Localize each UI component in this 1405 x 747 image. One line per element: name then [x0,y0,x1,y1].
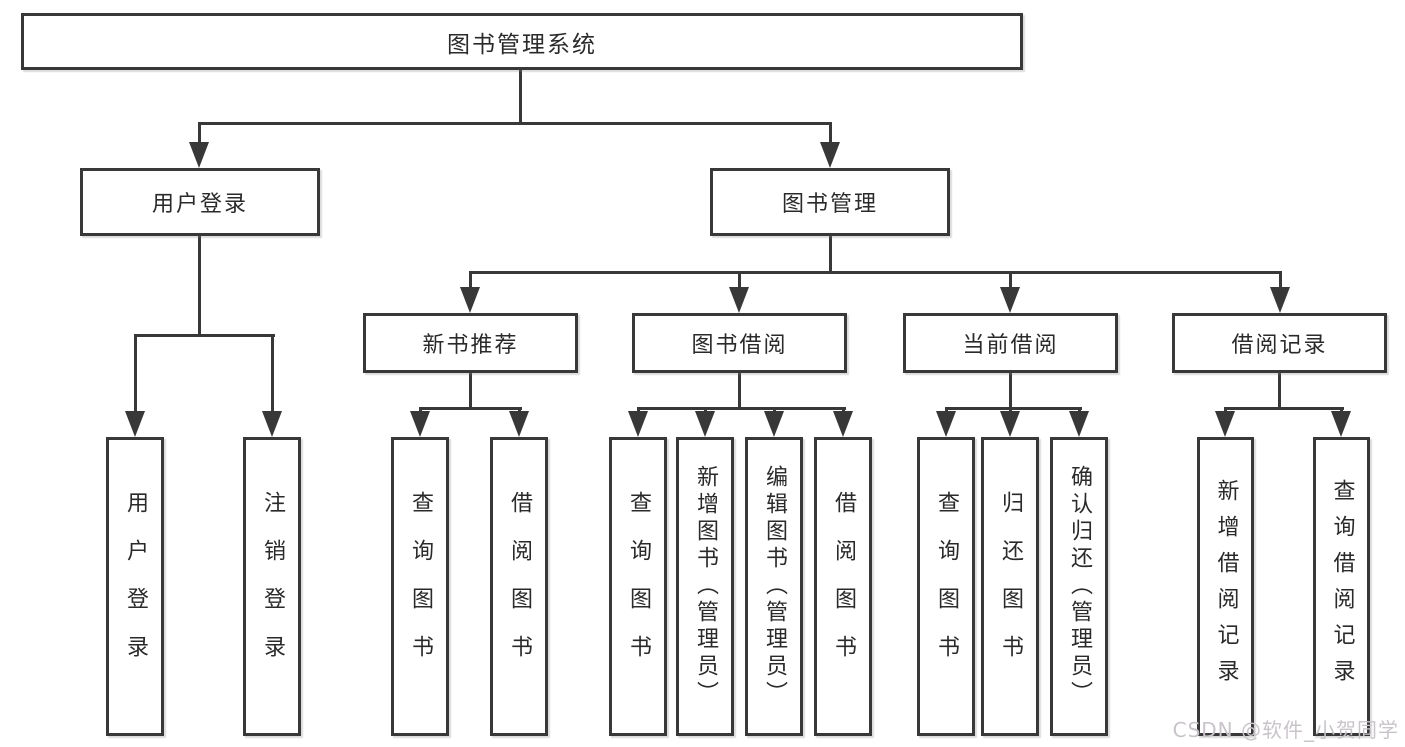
node-label-query-books-1: 查询图书 [408,490,433,683]
node-book-borrow: 图书借阅 [632,313,847,373]
connector-line [1009,271,1012,289]
connector-line [519,70,522,125]
node-label-user-login: 用户登录 [151,192,248,217]
connector-line [829,122,832,144]
node-add-books: 新增图书（管理员） [676,437,734,736]
arrowhead-down-icon [1069,411,1089,437]
connector-line [198,122,201,144]
node-label-query-books-2: 查询图书 [626,490,651,683]
node-label-confirm-return: 确认归还（管理员） [1067,465,1092,708]
node-label-borrow-books-1: 借阅图书 [507,490,532,683]
connector-line [1279,271,1282,289]
arrowhead-down-icon [729,287,749,313]
node-label-edit-books: 编辑图书（管理员） [762,465,787,708]
node-label-user-login-v: 用户登录 [123,490,148,683]
node-label-logout-v: 注销登录 [260,490,285,683]
node-label-add-borrow-record: 新增借阅记录 [1213,478,1239,695]
node-label-book-borrow: 图书借阅 [691,333,788,358]
connector-line [738,373,741,410]
node-root: 图书管理系统 [21,13,1023,70]
node-label-query-borrow-record: 查询借阅记录 [1329,478,1355,695]
connector-line [134,334,137,414]
csdn-watermark: CSDN @软件_小贺同学 [1172,718,1399,742]
node-label-return-books: 归还图书 [998,490,1023,683]
node-add-borrow-record: 新增借阅记录 [1197,437,1254,736]
node-edit-books: 编辑图书（管理员） [745,437,803,736]
node-query-books-1: 查询图书 [391,437,449,736]
node-query-books-2: 查询图书 [609,437,667,736]
node-logout-v: 注销登录 [243,437,301,736]
arrowhead-down-icon [833,411,853,437]
connector-line [469,271,1282,274]
arrowhead-down-icon [460,287,480,313]
node-return-books: 归还图书 [981,437,1039,736]
node-confirm-return: 确认归还（管理员） [1050,437,1108,736]
node-user-login: 用户登录 [80,168,320,236]
arrowhead-down-icon [262,411,282,437]
connector-line [469,373,472,410]
arrowhead-down-icon [1000,287,1020,313]
connector-line [271,334,274,414]
node-user-login-v: 用户登录 [106,437,164,736]
arrowhead-down-icon [1331,411,1351,437]
node-label-add-books: 新增图书（管理员） [693,465,718,708]
node-borrow-books-2: 借阅图书 [814,437,872,736]
arrowhead-down-icon [764,411,784,437]
connector-line [198,122,832,125]
node-label-current-borrow: 当前借阅 [962,333,1059,358]
node-borrow-records: 借阅记录 [1172,313,1387,373]
connector-line [1278,373,1281,410]
arrowhead-down-icon [125,411,145,437]
node-query-borrow-record: 查询借阅记录 [1313,437,1370,736]
arrowhead-down-icon [628,411,648,437]
connector-line [469,271,472,289]
connector-line [738,271,741,289]
connector-line [419,407,522,410]
connector-line [134,334,275,337]
connector-line [829,236,832,274]
connector-line [945,407,1082,410]
node-label-book-mgmt: 图书管理 [781,192,878,217]
node-new-book-rec: 新书推荐 [363,313,578,373]
arrowhead-down-icon [1215,411,1235,437]
node-label-borrow-books-2: 借阅图书 [831,490,856,683]
arrowhead-down-icon [936,411,956,437]
arrowhead-down-icon [410,411,430,437]
node-label-new-book-rec: 新书推荐 [422,333,519,358]
arrowhead-down-icon [820,142,840,168]
node-borrow-books-1: 借阅图书 [490,437,548,736]
connector-line [1224,407,1344,410]
node-label-query-books-3: 查询图书 [934,490,959,683]
connector-line [198,236,201,337]
node-current-borrow: 当前借阅 [903,313,1118,373]
arrowhead-down-icon [189,142,209,168]
arrowhead-down-icon [695,411,715,437]
arrowhead-down-icon [1000,411,1020,437]
node-label-root: 图书管理系统 [447,31,597,58]
arrowhead-down-icon [1270,287,1290,313]
connector-line [637,407,846,410]
node-query-books-3: 查询图书 [917,437,975,736]
node-book-mgmt: 图书管理 [710,168,950,236]
arrowhead-down-icon [509,411,529,437]
node-label-borrow-records: 借阅记录 [1231,333,1328,358]
connector-line [1009,373,1012,410]
